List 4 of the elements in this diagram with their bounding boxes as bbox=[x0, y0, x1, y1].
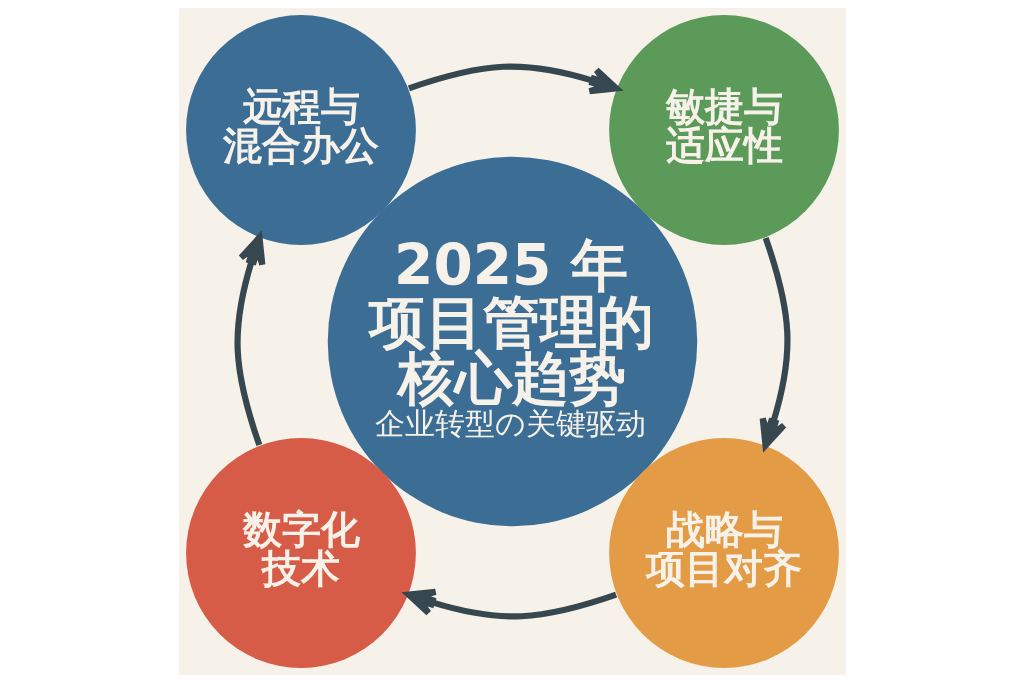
node-circle: 敏捷与适应性 bbox=[608, 15, 839, 245]
arrow bbox=[404, 588, 617, 620]
node-circle: 战略与项目对齐 bbox=[608, 438, 839, 668]
node-circle: 数字化技术 bbox=[185, 438, 416, 668]
